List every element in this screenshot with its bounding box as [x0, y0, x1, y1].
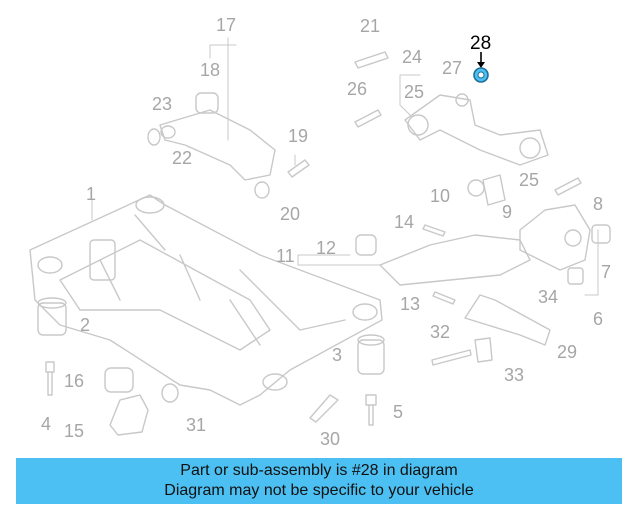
bolt-4 [45, 361, 55, 396]
highlighted-part-28: 28 [470, 33, 491, 83]
part-label: 4 [41, 414, 51, 434]
part-label: 15 [64, 421, 84, 441]
bracket-15 [109, 394, 149, 436]
part-label: 8 [593, 194, 603, 214]
link-29 [464, 294, 551, 346]
bracket-9 [482, 174, 506, 206]
part-label: 10 [430, 186, 450, 206]
banner-line-disclaimer: Diagram may not be specific to your vehi… [164, 482, 474, 499]
part-label: 19 [288, 126, 308, 146]
washer-22 [160, 125, 176, 139]
part-label: 18 [200, 60, 220, 80]
part-label: 26 [347, 79, 367, 99]
bushing-3 [357, 339, 385, 375]
part-label: 31 [186, 415, 206, 435]
mount-16 [104, 367, 134, 393]
part-label: 9 [502, 202, 512, 222]
bushing-12 [355, 234, 377, 256]
part-labels: 1 2 3 4 5 6 7 8 9 10 11 12 13 14 15 16 1… [41, 15, 611, 449]
bushing-20 [254, 181, 270, 199]
part-label: 22 [172, 148, 192, 168]
bushing-10 [467, 179, 485, 197]
bolt-19 [287, 159, 310, 178]
part-label: 27 [442, 58, 462, 78]
control-arm-17 [159, 109, 276, 181]
part-label: 25 [404, 82, 424, 102]
banner-line-part: Part or sub-assembly is #28 in diagram [180, 462, 458, 479]
bolt-30 [309, 394, 339, 423]
leader-lines [91, 37, 599, 296]
bolt-5 [365, 394, 377, 426]
bushing-34 [567, 267, 584, 285]
bushing-31 [161, 383, 179, 403]
bushing-2 [37, 302, 67, 336]
part-label: 32 [430, 322, 450, 342]
part-label: 14 [394, 212, 414, 232]
bushing-7 [591, 224, 611, 244]
part-label: 23 [152, 94, 172, 114]
control-arm-24 [404, 94, 549, 166]
bolt-32 [431, 349, 472, 366]
bracket-33 [474, 337, 493, 363]
part-label: 24 [402, 47, 422, 67]
part-label: 25 [519, 170, 539, 190]
part-label: 17 [216, 15, 236, 35]
bushing-23 [147, 128, 161, 146]
part-label: 5 [393, 402, 403, 422]
part-label: 16 [64, 371, 84, 391]
part-label: 12 [316, 238, 336, 258]
ring-27 [455, 93, 469, 107]
part-label: 2 [80, 315, 90, 335]
part-label: 1 [86, 184, 96, 204]
part-label: 11 [276, 246, 295, 266]
part-label: 30 [320, 429, 340, 449]
part-label: 21 [360, 16, 380, 36]
control-arm-11 [379, 234, 531, 286]
part-label: 13 [400, 294, 420, 314]
bushing-25-lower [519, 137, 541, 159]
bolt-14 [422, 224, 446, 237]
part-label: 29 [557, 342, 577, 362]
part-label: 34 [538, 287, 558, 307]
info-banner: Part or sub-assembly is #28 in diagram D… [16, 458, 622, 504]
bolt-26 [354, 109, 382, 128]
bushing-25-upper [407, 114, 429, 136]
part-label: 6 [593, 309, 603, 329]
part-label: 3 [332, 345, 342, 365]
part-label: 33 [504, 365, 524, 385]
subframe [29, 194, 383, 406]
part-label: 20 [280, 204, 300, 224]
bolt-21 [354, 51, 389, 69]
part-label: 7 [601, 262, 611, 282]
bushing-18 [195, 92, 219, 114]
bolt-13 [432, 291, 456, 305]
part-label-28: 28 [470, 33, 491, 54]
subframe-rail [59, 239, 271, 351]
bolt-8 [554, 177, 582, 196]
